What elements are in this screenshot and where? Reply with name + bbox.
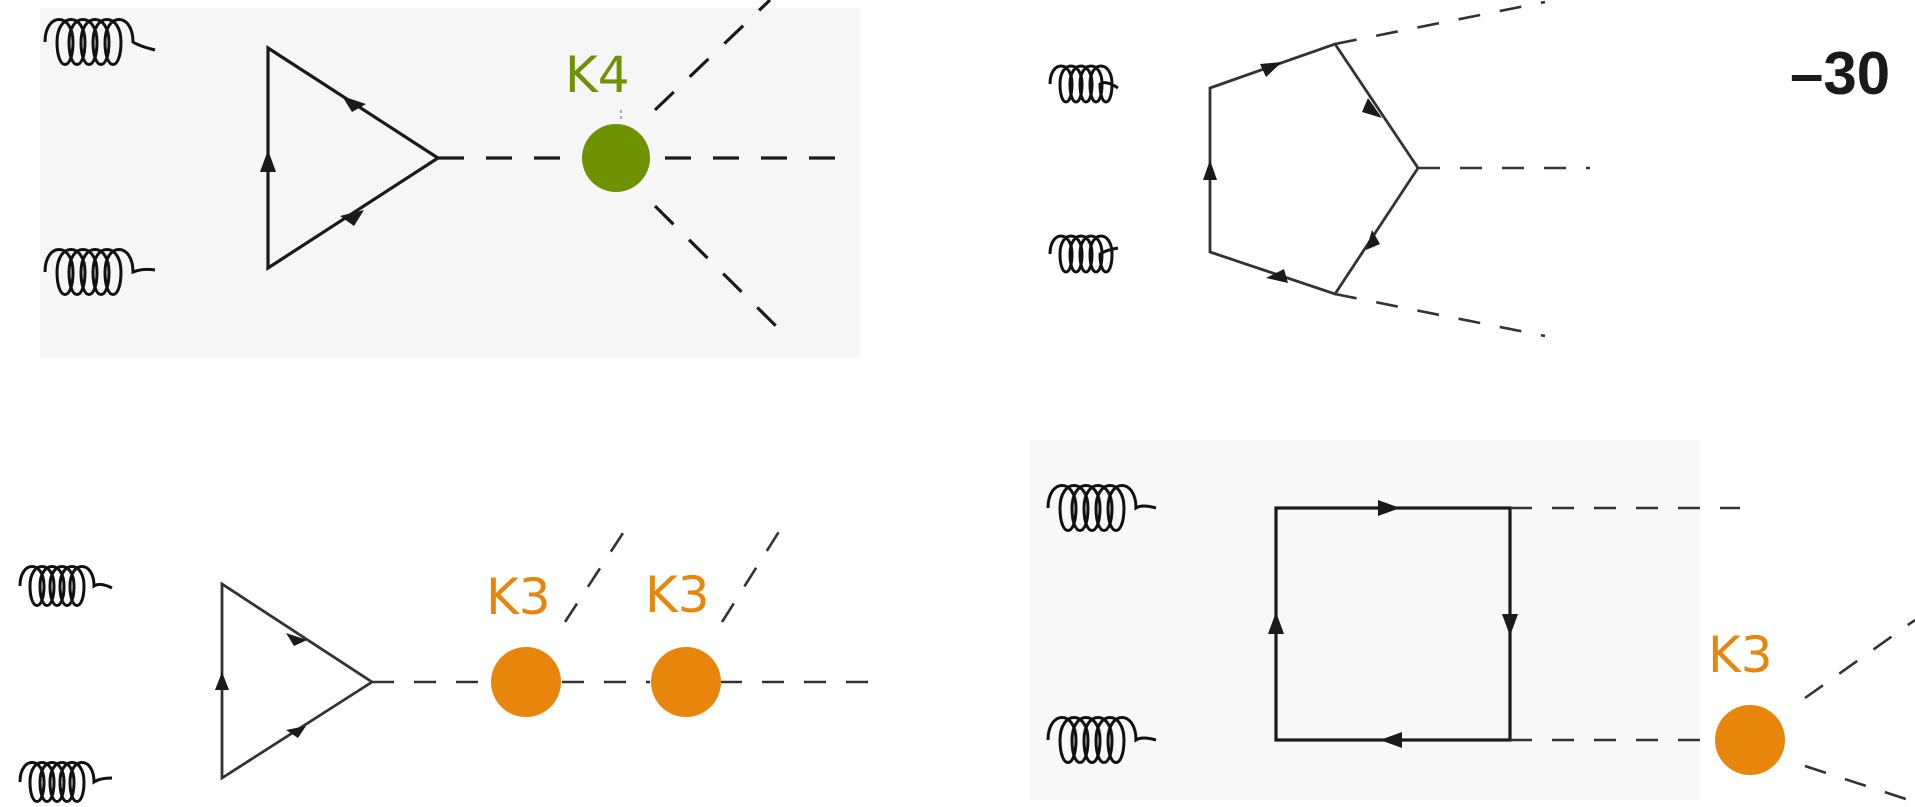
k3-label: K3 — [1708, 626, 1773, 684]
k4-label: K4 — [565, 46, 630, 104]
gluon-top — [1046, 484, 1157, 532]
arrow-down-left-icon — [1366, 230, 1380, 250]
fermion-pentagon-loop — [1208, 42, 1420, 296]
arrow-down-icon — [1362, 98, 1382, 118]
diagram-pentagon — [1048, 0, 1590, 338]
arrow-right-icon — [1378, 500, 1400, 516]
scalar-leg-up-2 — [720, 529, 782, 623]
k3-label-1: K3 — [486, 568, 551, 626]
diagram-background — [1030, 440, 1700, 800]
scalar-leg-up — [1804, 618, 1915, 700]
gluon-top — [1048, 64, 1119, 104]
arrow-up-icon — [1203, 160, 1217, 180]
gluon-top — [18, 565, 113, 607]
gluon-bottom — [18, 761, 113, 803]
k3-vertex-1 — [491, 647, 561, 717]
gluon-bottom — [1048, 234, 1119, 274]
k3-label-2: K3 — [645, 566, 710, 624]
scalar-leg-down — [653, 204, 782, 332]
arrow-up-icon — [215, 672, 229, 690]
gluon-bottom — [1046, 716, 1157, 764]
k4-vertex — [582, 124, 650, 192]
corner-number: –30 — [1790, 40, 1890, 107]
gluon-top — [43, 18, 156, 66]
scalar-leg-down — [1334, 292, 1546, 338]
arrow-left-icon — [286, 726, 306, 738]
arrow-left-icon — [340, 210, 364, 226]
diagram-box-k3: K3 — [1030, 440, 1915, 804]
diagram-triangle-k4: K4 — [40, 0, 860, 358]
k3-vertex — [1715, 705, 1785, 775]
scalar-leg-up — [1334, 0, 1546, 46]
k3-vertex-2 — [651, 647, 721, 717]
arrow-up-icon — [260, 150, 276, 172]
arrow-left-icon — [1380, 732, 1402, 748]
arrow-up-icon — [1268, 612, 1284, 634]
arrow-right-icon — [286, 633, 307, 646]
diagram-triangle-k3-k3: K3 K3 — [18, 529, 880, 803]
diagram-background — [40, 8, 860, 358]
arrow-down-icon — [1502, 614, 1518, 636]
scalar-leg-down — [1804, 764, 1915, 804]
fermion-triangle-loop — [220, 581, 375, 781]
arrow-right-icon — [1260, 62, 1282, 77]
gluon-bottom — [43, 248, 156, 296]
arrow-left-icon — [1266, 269, 1288, 283]
scalar-leg-up-1 — [563, 529, 627, 623]
arrow-right-icon — [342, 96, 366, 112]
